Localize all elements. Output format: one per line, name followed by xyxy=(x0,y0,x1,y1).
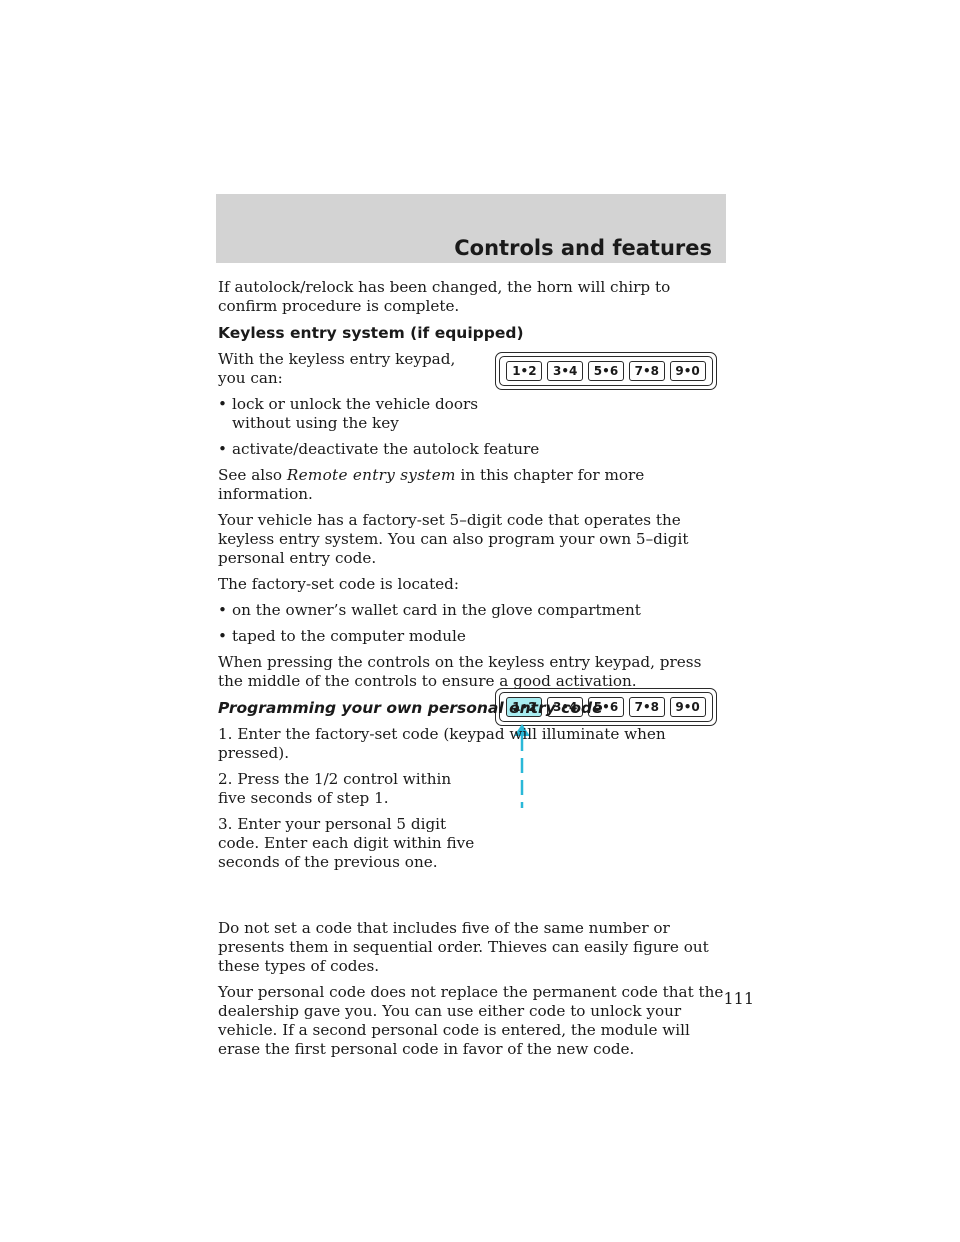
keypad-key-5-6: 5•6 xyxy=(587,697,624,717)
see-also-suffix: in this chapter for more information. xyxy=(218,466,645,503)
pointer-arrow-icon xyxy=(514,724,530,808)
page-number: 111 xyxy=(723,989,754,1008)
list-item: • lock or unlock the vehicle doors witho… xyxy=(218,395,480,433)
step-3: 3. Enter your personal 5 digit code. Ent… xyxy=(218,815,475,871)
list-item: • activate/deactivate the autolock featu… xyxy=(218,440,728,459)
page-content: If autolock/relock has been changed, the… xyxy=(218,278,728,1066)
keypad-key-9-0: 9•0 xyxy=(669,361,706,381)
list-item-text: on the owner’s wallet card in the glove … xyxy=(232,601,641,619)
bullet-icon: • xyxy=(218,440,227,458)
step-2: 2. Press the 1/2 control within five sec… xyxy=(218,770,452,807)
keypad-key-7-8: 7•8 xyxy=(628,361,665,381)
keyless-entry-heading: Keyless entry system (if equipped) xyxy=(218,324,524,342)
warning-paragraph: Do not set a code that includes five of … xyxy=(218,919,709,975)
keypad-key-5-6: 5•6 xyxy=(587,361,624,381)
list-item-text: activate/deactivate the autolock feature xyxy=(232,440,540,458)
programming-heading: Programming your own personal entry code xyxy=(218,699,603,717)
intro-paragraph: If autolock/relock has been changed, the… xyxy=(218,278,671,315)
section-header-band: Controls and features xyxy=(216,194,726,263)
list-item-text: taped to the computer module xyxy=(232,627,466,645)
list-item: • on the owner’s wallet card in the glov… xyxy=(218,601,728,620)
pressing-tip: When pressing the controls on the keyles… xyxy=(218,653,702,690)
bullet-icon: • xyxy=(218,395,227,413)
keypad-key-1-2: 1•2 xyxy=(506,361,543,381)
list-item: • taped to the computer module xyxy=(218,627,728,646)
personal-code-note: Your personal code does not replace the … xyxy=(218,983,724,1058)
bullet-icon: • xyxy=(218,627,227,645)
step-1: 1. Enter the factory-set code (keypad wi… xyxy=(218,725,666,762)
keyless-intro: With the keyless entry keypad, you can: xyxy=(218,350,456,387)
located-intro: The factory-set code is located: xyxy=(218,575,459,593)
bullet-icon: • xyxy=(218,601,227,619)
list-item-text: lock or unlock the vehicle doors without… xyxy=(232,395,479,432)
keypad-key-3-4: 3•4 xyxy=(547,697,584,717)
factory-code-paragraph: Your vehicle has a factory-set 5–digit c… xyxy=(218,511,689,567)
keypad-key-3-4: 3•4 xyxy=(547,361,584,381)
see-also-prefix: See also xyxy=(218,466,287,484)
keypad-key-7-8: 7•8 xyxy=(628,697,665,717)
see-also-paragraph: See also Remote entry system in this cha… xyxy=(218,466,728,504)
see-also-reference: Remote entry system xyxy=(286,466,456,484)
keypad-illustration-highlighted: 1•2 3•4 5•6 7•8 9•0 xyxy=(495,688,717,726)
section-title: Controls and features xyxy=(454,236,712,260)
keypad-key-1-2-highlighted: 1•2 xyxy=(506,697,543,717)
keypad-illustration: 1•2 3•4 5•6 7•8 9•0 xyxy=(495,352,717,390)
keypad-key-9-0: 9•0 xyxy=(669,697,706,717)
